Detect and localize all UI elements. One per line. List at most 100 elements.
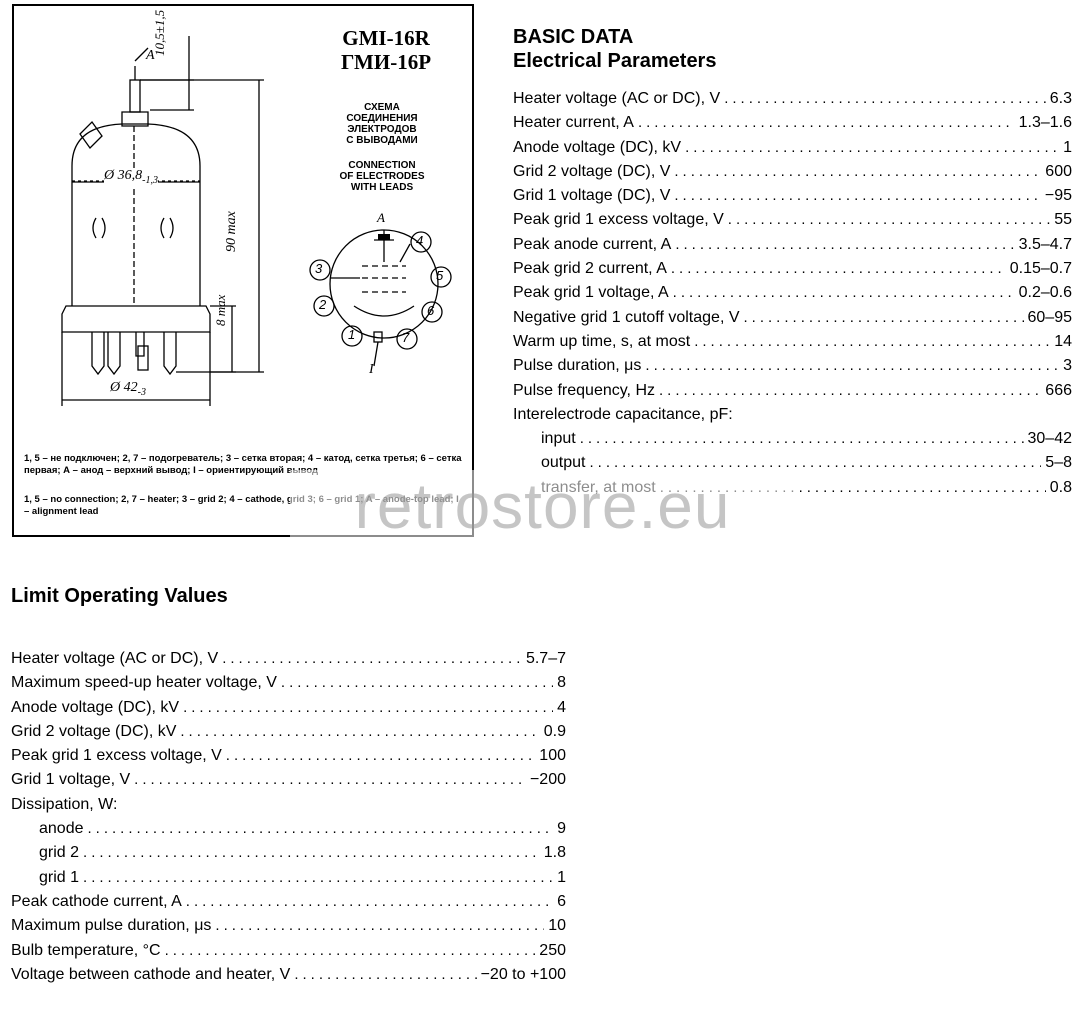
leader-dots: ........................................… xyxy=(743,308,1024,326)
param-value: 0.8 xyxy=(1049,478,1072,496)
param-name: Maximum pulse duration, μs xyxy=(11,917,212,935)
param-value: 60–95 xyxy=(1027,308,1073,326)
param-row: Heater current, A.......................… xyxy=(513,114,1072,138)
electrical-parameters-list: Heater voltage (AC or DC), V............… xyxy=(513,90,1072,503)
param-row: grid 1..................................… xyxy=(11,869,566,893)
param-row: anode...................................… xyxy=(11,820,566,844)
param-row: Dissipation, W:.........................… xyxy=(11,796,566,820)
param-name: output xyxy=(541,454,586,472)
param-name: Warm up time, s, at most xyxy=(513,332,691,350)
param-row: Pulse frequency, Hz.....................… xyxy=(513,382,1072,406)
leader-dots: ........................................… xyxy=(672,284,1015,302)
param-value: 0.15–0.7 xyxy=(1009,260,1072,278)
dim-bulb-diameter-label: Ø 36,8-1,3 xyxy=(104,168,158,186)
anode-lead-label: A xyxy=(146,48,155,63)
param-value: 1 xyxy=(1063,138,1072,156)
param-row: input...................................… xyxy=(513,430,1072,454)
param-row: grid 2..................................… xyxy=(11,844,566,868)
param-value: 666 xyxy=(1045,381,1072,399)
leader-dots: ........................................… xyxy=(222,650,522,667)
param-name: Bulb temperature, °C xyxy=(11,941,161,959)
pin-label-5: 5 xyxy=(436,268,444,283)
leader-dots: ........................................… xyxy=(83,844,540,862)
param-name: Grid 1 voltage, V xyxy=(11,771,131,789)
param-name: Pulse duration, μs xyxy=(513,357,642,375)
pin-label-3: 3 xyxy=(315,261,323,276)
leader-dots: ........................................… xyxy=(134,771,526,789)
leader-dots: ........................................… xyxy=(589,454,1042,472)
param-value: 6.3 xyxy=(1049,90,1072,107)
param-row: Peak grid 1 voltage, A..................… xyxy=(513,284,1072,308)
param-row: Heater voltage (AC or DC), V............… xyxy=(11,650,566,674)
electrical-parameters-subtitle: Electrical Parameters xyxy=(513,50,717,72)
leader-dots: ........................................… xyxy=(637,114,1015,132)
leader-dots: ........................................… xyxy=(215,917,544,935)
param-row: Anode voltage (DC), kV..................… xyxy=(513,139,1072,163)
model-title: GMI-16R ГМИ-16Р xyxy=(336,26,436,74)
leader-dots: ........................................… xyxy=(180,722,540,740)
caption-ru: 1, 5 – не подключен; 2, 7 – подогревател… xyxy=(24,453,462,476)
param-name: Heater voltage (AC or DC), V xyxy=(513,90,721,107)
param-row: output..................................… xyxy=(513,454,1072,478)
leader-dots: ........................................… xyxy=(579,430,1024,448)
tube-figure: 10,5±1,5 A 90 max 8 max Ø 36,8-1,3 Ø 42-… xyxy=(12,4,474,537)
pin-label-1: 1 xyxy=(348,327,356,342)
param-row: Bulb temperature, °C....................… xyxy=(11,942,566,966)
basic-data-title: BASIC DATA xyxy=(513,26,634,48)
model-cyrillic: ГМИ-16Р xyxy=(340,50,432,74)
leader-dots: ........................................… xyxy=(164,941,536,959)
schema-label-en: CONNECTION OF ELECTRODES WITH LEADS xyxy=(339,160,425,193)
param-row: Grid 2 voltage (DC), kV.................… xyxy=(11,723,566,747)
param-name: grid 1 xyxy=(39,868,80,886)
limit-values-title: Limit Operating Values xyxy=(11,585,228,607)
schema-label-ru: СХЕМА СОЕДИНЕНИЯ ЭЛЕКТРОДОВ С ВЫВОДАМИ xyxy=(346,102,418,146)
param-name: Pulse frequency, Hz xyxy=(513,381,655,399)
limit-values-list: Heater voltage (AC or DC), V............… xyxy=(11,650,566,990)
caption-en: 1, 5 – no connection; 2, 7 – heater; 3 –… xyxy=(24,494,459,517)
param-value: 1.8 xyxy=(543,844,566,862)
leader-dots: ........................................… xyxy=(83,868,554,886)
param-value: 250 xyxy=(539,941,566,959)
param-value: 0.2–0.6 xyxy=(1018,284,1072,302)
dim-base-label: 8 max xyxy=(213,294,228,326)
param-value: 0.9 xyxy=(543,722,566,740)
param-value: 3 xyxy=(1063,357,1072,375)
param-row: Peak cathode current, A.................… xyxy=(11,893,566,917)
leader-dots: ........................................… xyxy=(727,211,1050,229)
leader-dots: ........................................… xyxy=(675,235,1014,253)
param-name: Heater voltage (AC or DC), V xyxy=(11,650,219,667)
param-row: Grid 1 voltage (DC), V..................… xyxy=(513,187,1072,211)
param-row: Negative grid 1 cutoff voltage, V.......… xyxy=(513,309,1072,333)
leader-dots: ........................................… xyxy=(659,381,1041,399)
param-name: anode xyxy=(39,820,84,838)
param-value: 100 xyxy=(539,747,566,765)
param-row: Grid 1 voltage, V.......................… xyxy=(11,771,566,795)
watermark: retrostore.eu xyxy=(290,470,795,542)
leader-dots: ........................................… xyxy=(724,90,1046,107)
param-name: Peak grid 1 excess voltage, V xyxy=(11,747,222,765)
param-row: Voltage between cathode and heater, V...… xyxy=(11,966,566,990)
leader-dots: ........................................… xyxy=(280,674,553,692)
param-name: Peak grid 1 excess voltage, V xyxy=(513,211,724,229)
param-value: 9 xyxy=(557,820,566,838)
param-value: −95 xyxy=(1044,187,1072,205)
leader-dots: ........................................… xyxy=(185,892,554,910)
param-row: Grid 2 voltage (DC), V..................… xyxy=(513,163,1072,187)
param-name: Voltage between cathode and heater, V xyxy=(11,965,291,983)
param-name: Peak grid 1 voltage, A xyxy=(513,284,669,302)
param-name: Anode voltage (DC), kV xyxy=(513,138,682,156)
tube-drawing xyxy=(61,36,452,406)
param-name: Dissipation, W: xyxy=(11,795,118,813)
param-row: Peak grid 1 excess voltage, V...........… xyxy=(513,211,1072,235)
param-row: Heater voltage (AC or DC), V............… xyxy=(513,90,1072,114)
param-value: 5.7–7 xyxy=(525,650,566,667)
param-name: Heater current, A xyxy=(513,114,634,132)
leader-dots: ........................................… xyxy=(225,747,536,765)
param-name: Grid 1 voltage (DC), V xyxy=(513,187,671,205)
leader-dots: ........................................… xyxy=(670,260,1006,278)
param-name: Peak cathode current, A xyxy=(11,892,182,910)
param-value: 14 xyxy=(1054,332,1072,350)
param-value: 600 xyxy=(1045,162,1072,180)
pin-label-2: 2 xyxy=(319,297,327,312)
alignment-lead-label: I xyxy=(369,362,374,377)
